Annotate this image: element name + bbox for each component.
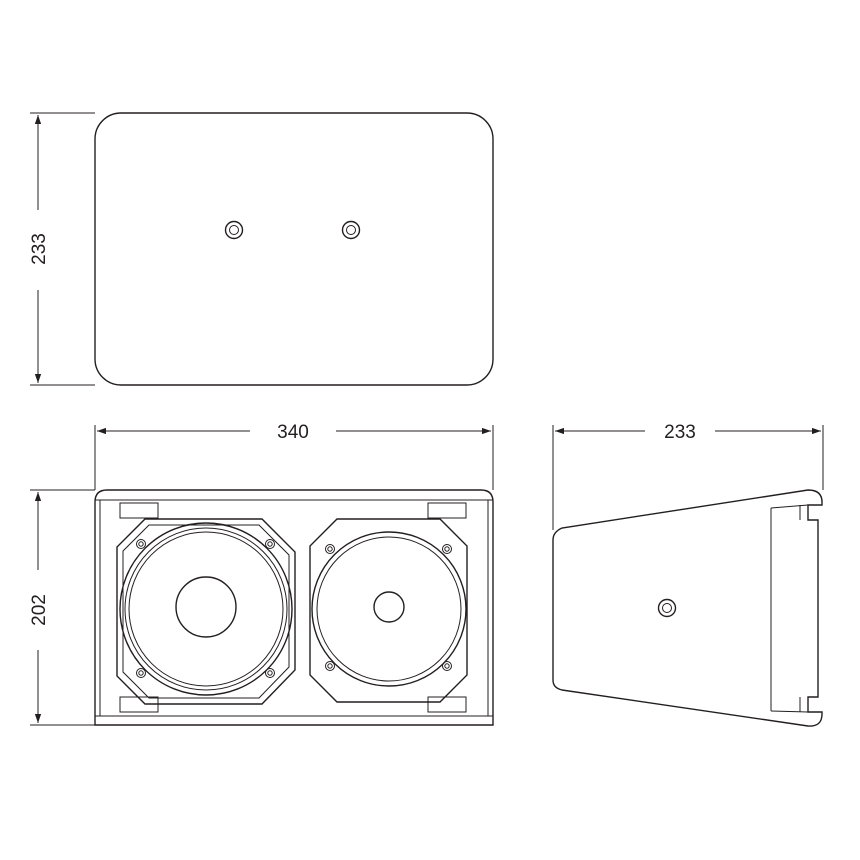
top-view: [94, 112, 494, 386]
screw-icon: [265, 668, 275, 678]
dimension-label-233-side: 233: [664, 422, 696, 443]
top-view-outline: [94, 112, 494, 386]
mounting-point-left: [224, 220, 244, 240]
screw-icon: [442, 661, 452, 671]
dimension-label-340: 340: [277, 422, 309, 443]
side-view: [552, 489, 823, 727]
screw-icon: [325, 544, 335, 554]
dimension-label-233-top: 233: [29, 233, 50, 265]
screw-icon: [136, 539, 146, 549]
woofer-right-dust-cap: [373, 591, 405, 623]
side-view-outline: [552, 489, 823, 727]
front-view: [94, 489, 494, 726]
mounting-point-side: [657, 598, 677, 618]
woofer-left: [116, 518, 296, 705]
screw-icon: [136, 668, 146, 678]
screw-icon: [442, 544, 452, 554]
mounting-point-right: [341, 220, 361, 240]
grille-tab: [427, 502, 467, 519]
dimension-front-height: 202: [29, 489, 95, 726]
grille-tab: [427, 696, 467, 713]
grille-tab: [119, 502, 159, 519]
dimension-side-depth: 233: [552, 422, 824, 530]
woofer-left-dust-cap: [175, 576, 237, 638]
dimension-width: 340: [94, 422, 494, 490]
dimension-top-height: 233: [29, 112, 95, 386]
screw-icon: [265, 539, 275, 549]
woofer-right: [309, 518, 468, 703]
screw-icon: [325, 661, 335, 671]
front-view-outline: [94, 489, 494, 726]
dimension-label-202: 202: [29, 594, 50, 626]
